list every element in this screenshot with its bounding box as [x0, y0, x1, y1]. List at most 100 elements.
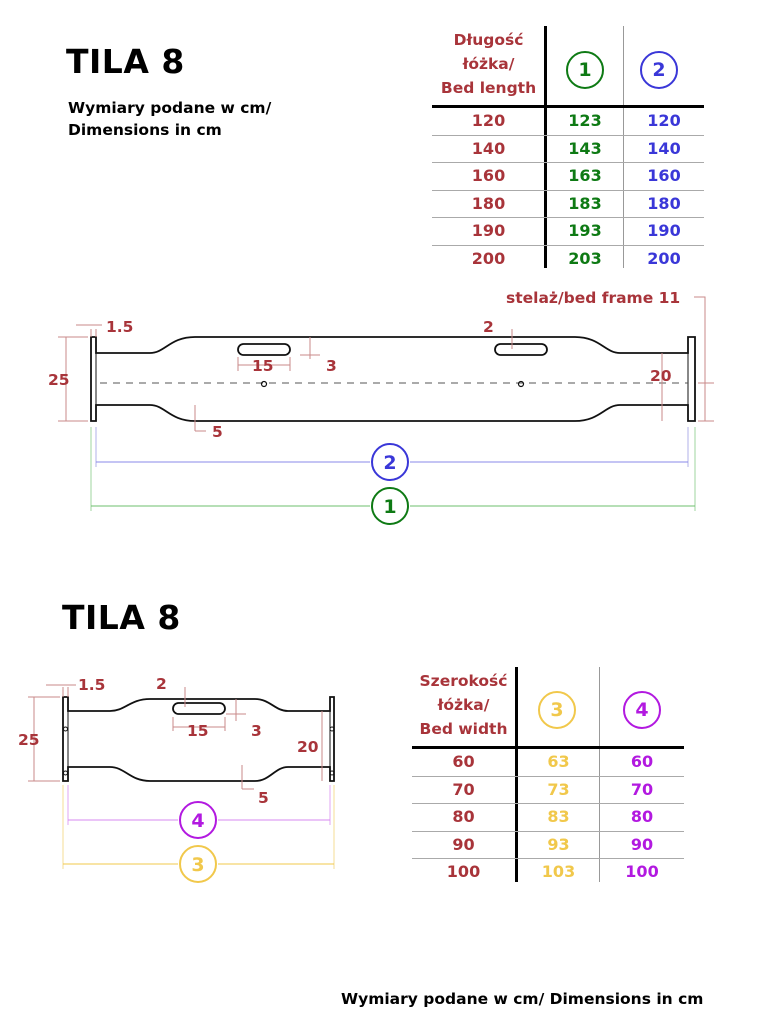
width-table-header: Szerokość łóżka/ Bed width [412, 669, 515, 741]
length-cell: 140 [471, 138, 506, 158]
marker-outer-length: 1 [383, 496, 396, 518]
end-handle-slot [172, 702, 226, 715]
length-col2-cell: 180 [647, 193, 681, 213]
width-col3-cell: 73 [547, 779, 570, 799]
width-cell: 100 [446, 862, 481, 882]
width-header-line1: Szerokość [419, 672, 508, 690]
width-table-row: 60 63 60 [412, 749, 684, 777]
width-col3-cell: 103 [541, 862, 576, 882]
length-table-row: 190 193 190 [432, 218, 704, 246]
width-cell: 80 [452, 807, 475, 827]
marker-inner-length: 2 [383, 452, 396, 474]
length-header-line2: łóżka/ [462, 55, 515, 73]
length-table-header: Długość łóżka/ Bed length [432, 28, 545, 100]
length-table-row: 180 183 180 [432, 191, 704, 219]
length-header-line1: Długość [453, 31, 524, 49]
width-header-line2: łóżka/ [437, 696, 490, 714]
bolt-hole-left [260, 380, 268, 388]
bed-frame-leader [694, 296, 706, 421]
end-dim-notch: 5 [258, 789, 269, 807]
length-col1-cell: 183 [568, 193, 602, 213]
marker-circle-3: 3 [538, 691, 576, 729]
width-table-row: 70 73 70 [412, 777, 684, 805]
length-col2-cell: 120 [647, 111, 681, 130]
length-table-row: 200 203 200 [432, 246, 704, 273]
length-table-divider-main [544, 26, 547, 268]
width-table-divider [599, 667, 600, 882]
width-table-header-rule [412, 746, 684, 749]
end-rail-drawing: 1.5 25 20 2 15 3 5 4 3 [18, 675, 335, 883]
width-header-line3: Bed width [419, 720, 508, 738]
length-cell: 180 [471, 193, 506, 213]
length-col1-cell: 193 [568, 221, 602, 241]
width-col3-cell: 93 [547, 834, 570, 854]
bed-frame-label: stelaż/bed frame 11 [506, 289, 680, 307]
marker-circle-4: 4 [623, 691, 661, 729]
dim-thickness: 1.5 [106, 318, 133, 336]
length-cell: 190 [471, 221, 506, 241]
width-table-row: 100 103 100 [412, 859, 684, 886]
top-subtitle: Wymiary podane w cm/ Dimensions in cm [68, 97, 271, 141]
side-rail-outline [90, 336, 696, 422]
length-col1-cell: 143 [568, 138, 602, 158]
top-subtitle-line2: Dimensions in cm [68, 121, 222, 139]
dim-height: 25 [48, 371, 70, 389]
length-table-row: 120 123 120 [432, 108, 704, 136]
end-dim-inner-height: 20 [297, 738, 319, 756]
marker-circle-2: 2 [640, 51, 678, 89]
footer-note: Wymiary podane w cm/ Dimensions in cm [341, 990, 704, 1008]
dim-inner-height: 20 [650, 367, 672, 385]
width-col4-cell: 60 [630, 752, 654, 771]
length-col2-cell: 140 [647, 138, 681, 158]
handle-slot-right [494, 343, 548, 356]
marker-outer-width: 3 [191, 854, 204, 876]
width-col4-cell: 90 [630, 834, 654, 854]
length-table-divider [623, 26, 624, 268]
top-subtitle-line1: Wymiary podane w cm/ [68, 99, 272, 117]
end-rail-outline [62, 696, 335, 782]
length-col2-cell: 160 [647, 166, 681, 186]
length-table-row: 140 143 140 [432, 136, 704, 164]
end-dim-thickness: 1.5 [78, 676, 105, 694]
width-col4-cell: 80 [630, 807, 654, 827]
bottom-title: TILA 8 [62, 598, 181, 637]
length-cell: 160 [471, 166, 506, 186]
length-table-row: 160 163 160 [432, 163, 704, 191]
width-col4-cell: 100 [625, 862, 659, 882]
width-col3-cell: 63 [547, 752, 570, 771]
width-table-divider-main [515, 667, 518, 882]
marker-inner-width: 4 [191, 810, 204, 832]
end-dim-height: 25 [18, 731, 40, 749]
dim-handle-offset: 3 [326, 357, 337, 375]
marker-circle-1: 1 [566, 51, 604, 89]
length-header-line3: Bed length [440, 79, 537, 97]
length-col1-cell: 163 [568, 166, 602, 186]
width-col4-cell: 70 [630, 779, 654, 799]
end-dim-handle-width: 15 [187, 722, 209, 740]
length-col1-cell: 203 [568, 248, 602, 268]
width-table-row: 90 93 90 [412, 832, 684, 860]
length-table-header-rule [432, 105, 704, 108]
dim-notch: 5 [212, 423, 223, 441]
width-cell: 90 [452, 834, 475, 854]
side-rail-drawing: stelaż/bed frame 11 1.5 25 20 15 3 2 5 2 [48, 289, 714, 525]
handle-slot-left [237, 343, 291, 356]
top-title: TILA 8 [66, 42, 185, 81]
length-col2-cell: 190 [647, 221, 681, 241]
width-cell: 70 [452, 779, 475, 799]
end-dim-handle-height: 2 [156, 675, 167, 693]
length-col1-cell: 123 [568, 111, 602, 130]
end-dim-handle-offset: 3 [251, 722, 262, 740]
length-cell: 120 [471, 111, 506, 130]
length-col2-cell: 200 [647, 248, 681, 268]
dim-handle-height: 2 [483, 318, 494, 336]
length-cell: 200 [471, 248, 506, 268]
width-cell: 60 [452, 752, 475, 771]
bolt-hole-right [517, 380, 525, 388]
dim-handle-width: 15 [252, 357, 274, 375]
